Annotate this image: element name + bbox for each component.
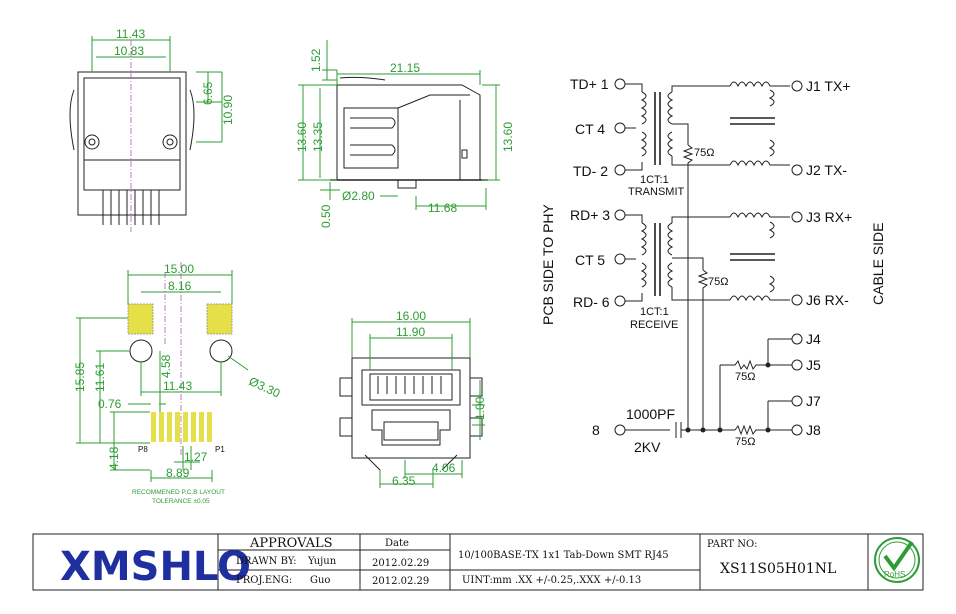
- rohs-label: RoHS: [884, 570, 905, 579]
- pin-j1: J1 TX+: [806, 78, 851, 94]
- approvals-header: APPROVALS: [249, 536, 333, 551]
- dim-15-00: 15.00: [164, 262, 194, 276]
- pin-j2: J2 TX-: [806, 162, 847, 178]
- dim-13-60-b: 13.60: [501, 122, 515, 152]
- pin-label-p1: P1: [215, 445, 225, 454]
- pin-rd-minus: RD- 6: [573, 294, 610, 310]
- date-header: Date: [385, 538, 409, 549]
- proj-date: 2012.02.29: [372, 576, 429, 587]
- dim-4-18: 4.18: [107, 446, 121, 470]
- dim-0-76: 0.76: [98, 397, 122, 411]
- transmit-transformer: 75Ω 1CT:1 TRANSMIT: [625, 81, 790, 200]
- pin-j3: J3 RX+: [806, 209, 852, 225]
- dim-4-58: 4.58: [159, 354, 173, 378]
- cap-value: 1000PF: [626, 406, 675, 422]
- top-view-pins: [102, 190, 160, 225]
- dim-8-89: 8.89: [166, 466, 190, 480]
- part-description: 10/100BASE-TX 1x1 Tab-Down SMT RJ45: [458, 550, 669, 561]
- transmit-label: TRANSMIT: [628, 186, 685, 198]
- dim-11-90: 11.90: [396, 325, 425, 339]
- dim-hole-3-30: Ø3.30: [247, 374, 283, 401]
- front-view: 16.00 11.90 1.00 4.06 6.35: [339, 309, 487, 488]
- dim-13-60-a: 13.60: [295, 122, 309, 152]
- receive-resistor-label: 75Ω: [708, 276, 728, 288]
- pin-j4: J4: [806, 331, 821, 347]
- title-block: XMSHLO APPROVALS Date DRAWN BY: Yujun 20…: [32, 533, 924, 591]
- receive-ratio: 1CT:1: [640, 306, 669, 318]
- dim-8-16: 8.16: [168, 279, 192, 293]
- receive-label: RECEIVE: [630, 319, 678, 331]
- pin-8: 8: [592, 422, 600, 438]
- pcb-note-line2: TOLERANCE ±0.05: [152, 498, 210, 505]
- dim-6-35: 6.35: [392, 474, 416, 488]
- pin-ct-5: CT 5: [575, 252, 605, 268]
- transmit-resistor-label: 75Ω: [694, 147, 714, 159]
- schematic: PCB SIDE TO PHY CABLE SIDE TD+ 1 CT 4 TD…: [540, 76, 886, 455]
- dim-13-35: 13.35: [311, 122, 325, 152]
- side-view: 21.15 1.52 13.60 13.35 13.60 0.50 Ø2.80 …: [295, 40, 515, 228]
- pcb-layout-view: P8 P1 15.00 8.16 15.85 11.61 4.58 11.43 …: [73, 262, 283, 505]
- dim-11-68: 11.68: [428, 201, 457, 215]
- dim-10-83: 10.83: [114, 44, 144, 58]
- part-no-label: PART NO:: [707, 539, 758, 550]
- pin-rd-plus: RD+ 3: [570, 207, 610, 223]
- part-number: XS11S05H01NL: [720, 561, 836, 577]
- pin-j8: J8: [806, 422, 821, 438]
- drawn-date: 2012.02.29: [372, 558, 429, 569]
- pin-td-plus: TD+ 1: [570, 76, 609, 92]
- proj-eng-name: Guo: [310, 575, 330, 586]
- dim-6-65: 6.65: [201, 81, 215, 105]
- pcb-pin-pads: [151, 412, 212, 442]
- transmit-ratio: 1CT:1: [640, 174, 669, 186]
- proj-eng-label: PROJ.ENG:: [236, 575, 292, 586]
- dim-21-15: 21.15: [390, 61, 420, 75]
- pin-label-p8: P8: [138, 445, 148, 454]
- bob-resistor-1: 75Ω: [735, 371, 755, 383]
- dim-hole-2-80: Ø2.80: [342, 189, 375, 203]
- drawn-by-name: Yujun: [307, 556, 337, 567]
- dim-16-00: 16.00: [396, 309, 426, 323]
- pin-j7: J7: [806, 393, 821, 409]
- dim-15-85: 15.85: [73, 362, 87, 392]
- cable-side-label: CABLE SIDE: [870, 223, 886, 305]
- dim-11-43-b: 11.43: [163, 379, 192, 393]
- units-tolerance: UINT:mm .XX +/-0.25,.XXX +/-0.13: [462, 575, 641, 586]
- pin-j6: J6 RX-: [806, 292, 849, 308]
- rohs-badge: RoHS: [874, 537, 920, 583]
- dim-1-27: 1.27: [184, 450, 208, 464]
- dim-0-50: 0.50: [319, 204, 333, 228]
- pin-ct-4: CT 4: [575, 121, 605, 137]
- pcb-note-line1: RECOMMENED P.C.B LAYOUT: [132, 489, 225, 496]
- top-view: 11.43 10.83 6.65 10.90: [69, 27, 235, 232]
- pcb-side-label: PCB SIDE TO PHY: [540, 203, 556, 325]
- pin-j5: J5: [806, 357, 821, 373]
- bob-resistor-2: 75Ω: [735, 436, 755, 448]
- receive-transformer: 75Ω 1CT:1 RECEIVE: [625, 212, 790, 430]
- cap-voltage: 2KV: [634, 439, 661, 455]
- dim-1-00: 1.00: [473, 396, 487, 420]
- dim-4-06: 4.06: [432, 461, 456, 475]
- dim-1-52: 1.52: [309, 48, 323, 72]
- dim-11-61: 11.61: [93, 363, 107, 392]
- company-logo: XMSHLO: [60, 544, 251, 590]
- dim-10-90: 10.90: [221, 95, 235, 125]
- dim-11-43: 11.43: [116, 27, 145, 41]
- pin-td-minus: TD- 2: [573, 163, 608, 179]
- drawn-by-label: DRAWN BY:: [236, 556, 296, 567]
